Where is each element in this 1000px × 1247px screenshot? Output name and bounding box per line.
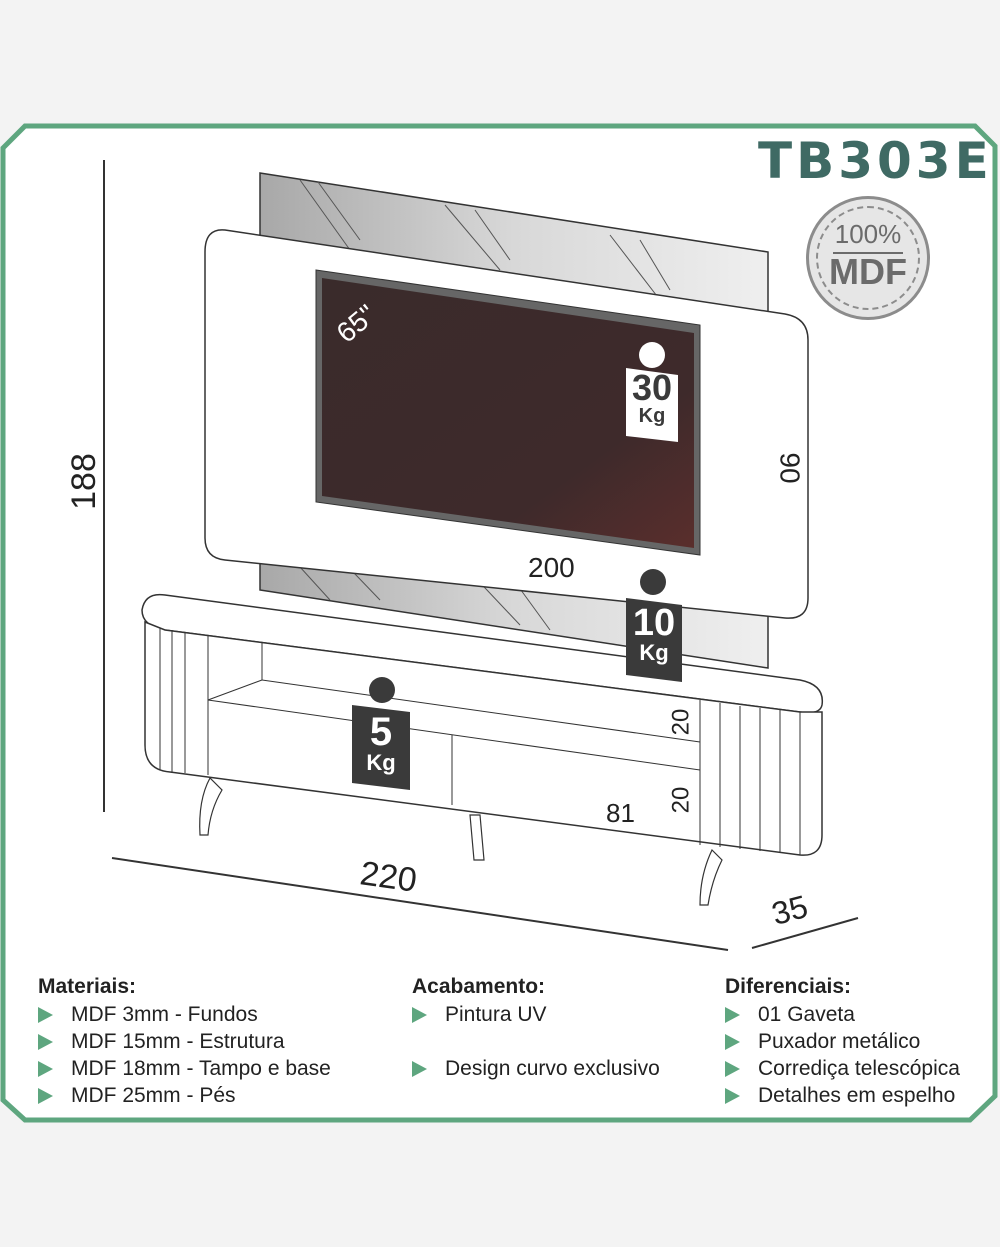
materials-heading: Materiais: [38,975,137,998]
features-section: Diferenciais: 01 Gaveta Puxador metálico… [725,975,960,1109]
list-item: MDF 25mm - Pés [38,1082,331,1109]
width-dimension-line [111,857,729,951]
dim-drawer-lower: 20 [667,786,695,814]
badge-dashed-ring [816,206,920,310]
bullet-triangle-icon [725,1006,740,1023]
list-item: Puxador metálico [725,1028,960,1055]
dim-panel-width: 200 [528,552,575,583]
weight-unit: Kg [639,640,669,665]
list-item: Design curvo exclusivo [412,1055,660,1082]
weight-label-5kg: 5 Kg [352,712,410,774]
dim-drawer-upper: 20 [667,708,695,736]
bullet-triangle-icon [725,1033,740,1050]
dim-total-height: 188 [64,453,103,510]
list-item: MDF 18mm - Tampo e base [38,1055,331,1082]
badge-divider [833,252,903,254]
list-item: MDF 15mm - Estrutura [38,1028,331,1055]
weight-value: 30 [631,367,673,408]
bullet-triangle-icon [725,1060,740,1077]
bullet-triangle-icon [38,1033,53,1050]
list-item: MDF 3mm - Fundos [38,1001,331,1028]
bullet-triangle-icon [412,1006,427,1023]
rack-body [144,620,823,856]
weight-unit: Kg [638,405,666,427]
weight-value: 10 [632,602,676,644]
badge-material: MDF [829,251,907,292]
depth-dimension-line [751,917,859,949]
weight-icon-10kg [626,569,682,682]
list-item: Detalhes em espelho [725,1082,960,1109]
list-item: Corrediça telescópica [725,1055,960,1082]
dim-panel-height: 90 [774,452,806,484]
bullet-triangle-icon [38,1006,53,1023]
weight-unit: Kg [366,750,396,775]
bullet-triangle-icon [38,1087,53,1104]
list-item: 01 Gaveta [725,1001,960,1028]
features-heading: Diferenciais: [725,975,852,998]
list-item: Pintura UV [412,1001,660,1028]
weight-label-10kg: 10 Kg [626,604,682,664]
badge-percent: 100% [834,219,902,249]
weight-label-30kg: 30 Kg [626,367,678,427]
dim-inner-width: 81 [606,798,635,828]
weight-icon-5kg [352,677,410,790]
list-item-spacer [412,1028,660,1055]
materials-section: Materiais: MDF 3mm - Fundos MDF 15mm - E… [38,975,331,1109]
bullet-triangle-icon [725,1087,740,1104]
mdf-badge: 100% MDF [806,196,930,320]
weight-value: 5 [369,710,393,754]
dim-rack-width: 220 [357,854,420,900]
weight-icon-30kg [626,342,678,442]
bullet-triangle-icon [38,1060,53,1077]
bullet-triangle-icon [412,1060,427,1077]
finish-heading: Acabamento: [412,975,546,998]
tv-screen [322,278,694,548]
finish-section: Acabamento: Pintura UV Design curvo excl… [412,975,660,1082]
model-title: TB303E [758,132,993,190]
